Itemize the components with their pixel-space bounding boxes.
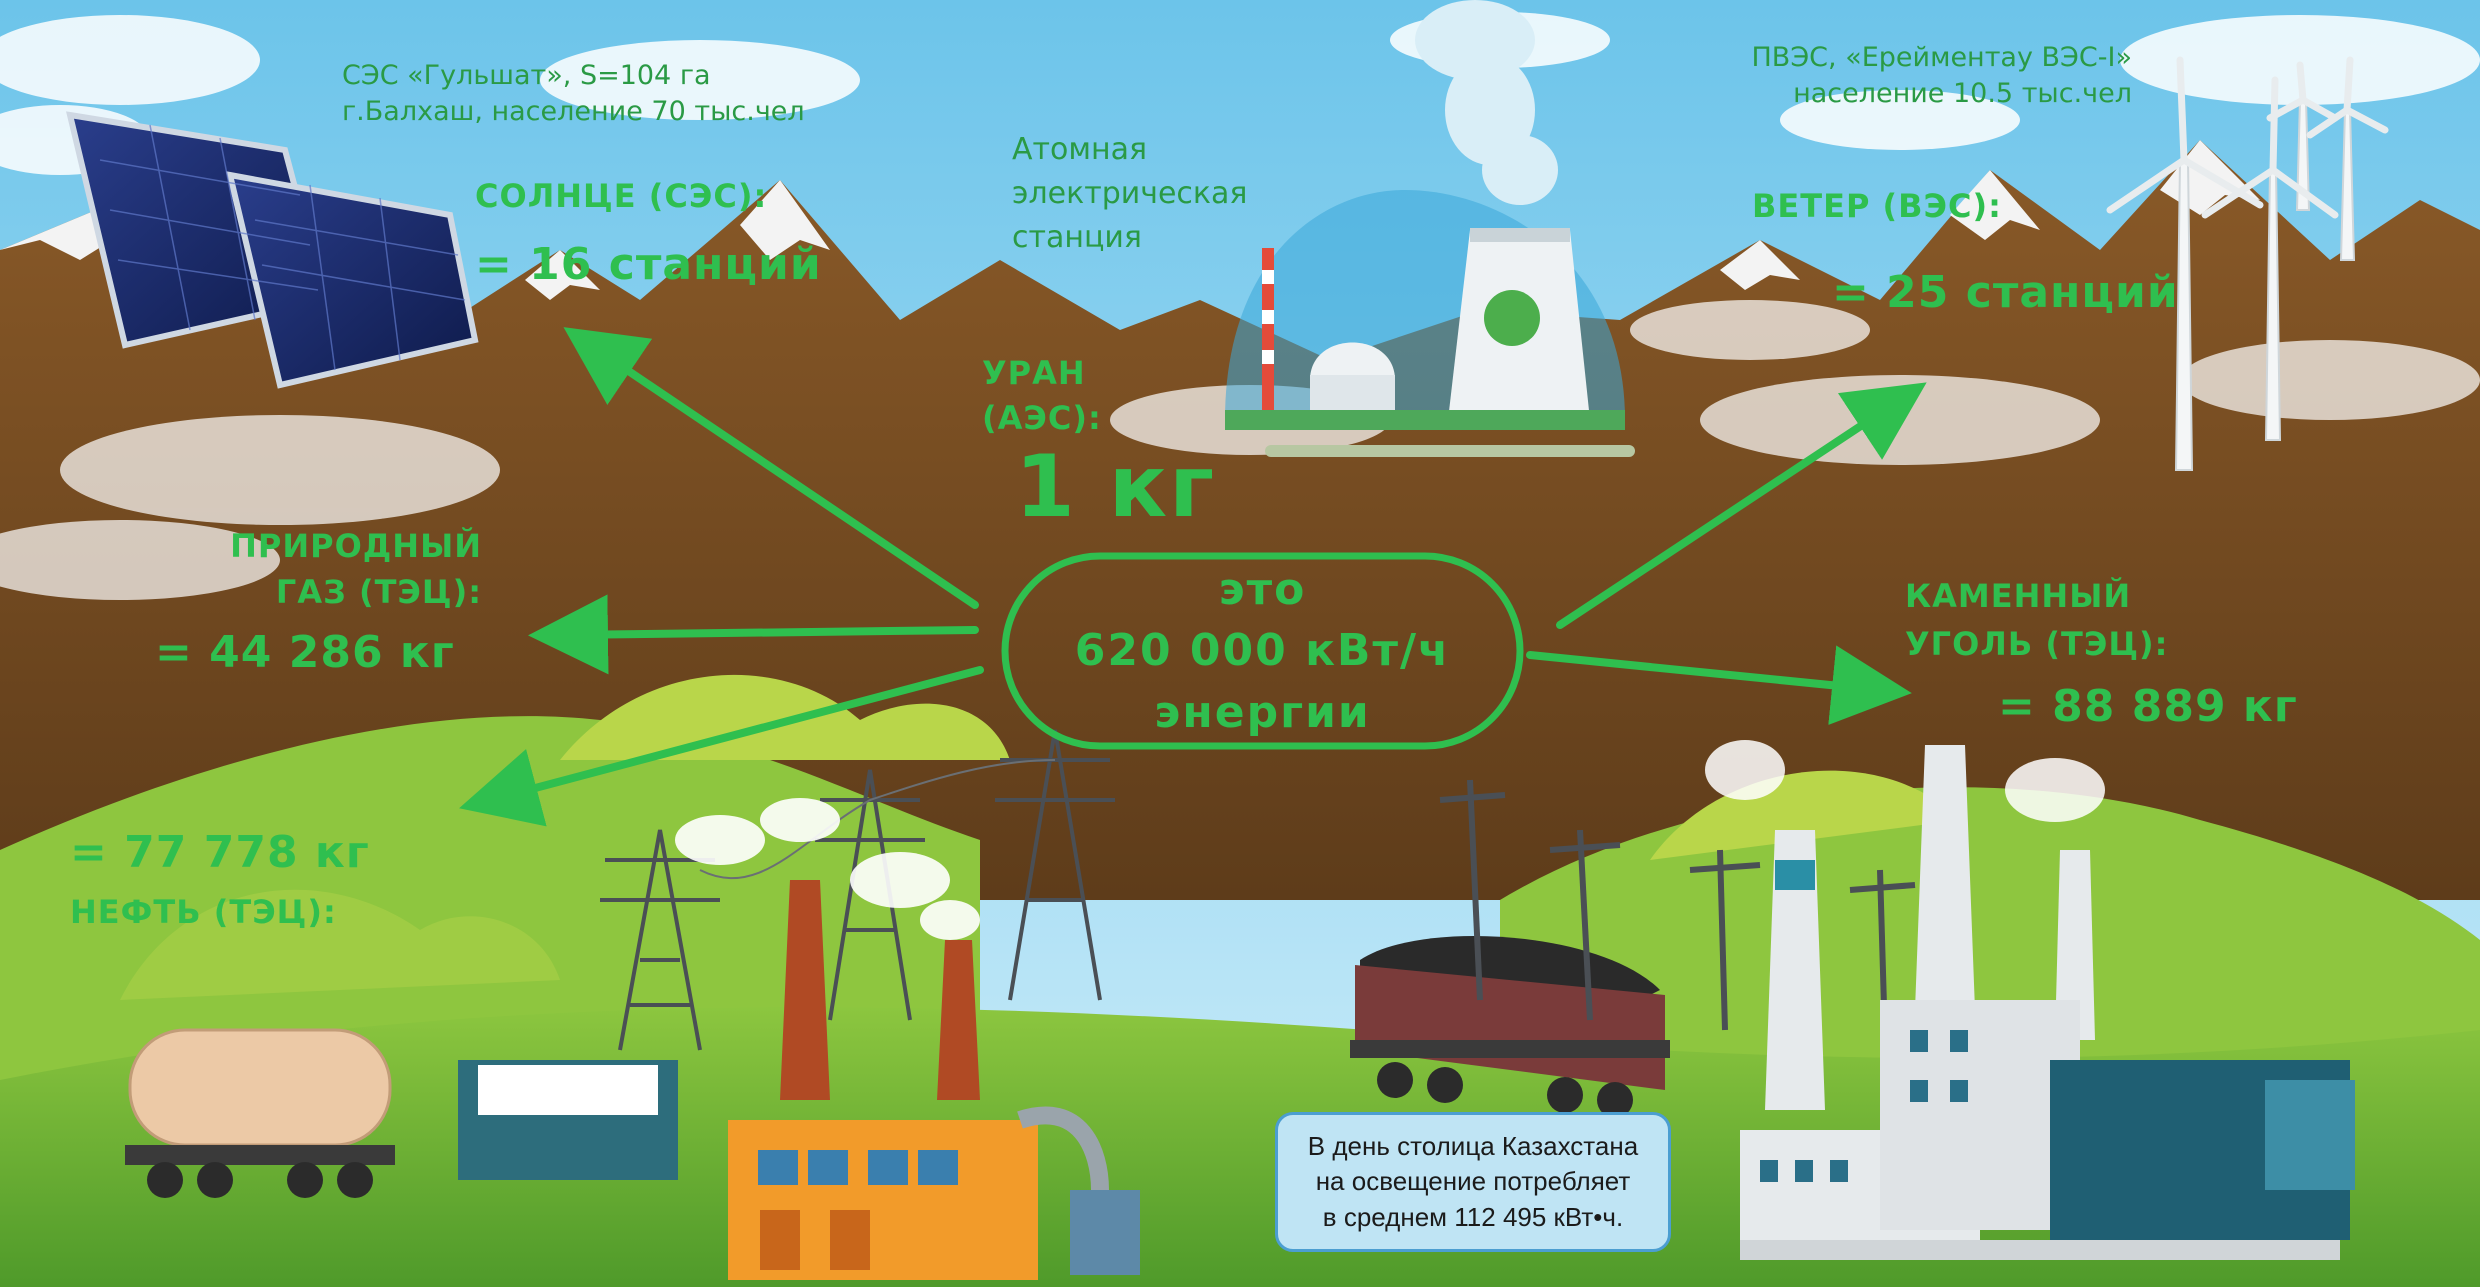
info-box: В день столица Казахстана на освещение п…: [1275, 1112, 1671, 1252]
solar-caption-line2: г.Балхаш, население 70 тыс.чел: [342, 96, 805, 127]
gas-title-line2: ГАЗ (ТЭЦ):: [275, 573, 482, 611]
arrow-to-gas: [528, 594, 979, 675]
wind-caption-line1: ПВЭС, «Ерейментау ВЭС-I»: [1751, 42, 2133, 73]
coal-plant-illustration: [1705, 740, 2355, 1260]
center-line3: энергии: [1154, 686, 1371, 738]
nuclear-caption-line1: Атомная: [1012, 132, 1148, 167]
coal-title-line2: УГОЛЬ (ТЭЦ):: [1905, 625, 2169, 663]
arrow-to-solar: [563, 327, 979, 609]
wind-turbines-illustration: [2106, 56, 2389, 471]
wind-caption-line2: население 10.5 тыс.чел: [1793, 78, 2132, 109]
center-line1: это: [1218, 563, 1307, 615]
solar-value: = 16 станций: [475, 239, 822, 290]
hill-bush-left2: [120, 889, 560, 1000]
coal-value: = 88 889 кг: [1998, 681, 2298, 732]
oil-value: = 77 778 кг: [70, 827, 370, 878]
nuclear-value: 1 кг: [1015, 437, 1217, 537]
wind-title: ВЕТЕР (ВЭС):: [1752, 187, 2002, 225]
arrow-to-wind: [1556, 382, 1927, 629]
solar-panels-illustration: [66, 111, 479, 389]
arrow-to-coal: [1526, 645, 1912, 726]
nuclear-plant-illustration: [1225, 0, 1635, 457]
coal-title-line1: КАМЕННЫЙ: [1905, 577, 2132, 615]
gas-title-line1: ПРИРОДНЫЙ: [230, 527, 482, 565]
gas-value: = 44 286 кг: [155, 627, 455, 678]
nuclear-caption-line3: станция: [1012, 220, 1142, 255]
wind-value: = 25 станций: [1832, 267, 2179, 318]
nuclear-title-line2: (АЭС):: [982, 399, 1102, 437]
oil-title: НЕФТЬ (ТЭЦ):: [70, 893, 337, 931]
utility-poles-illustration: [1439, 779, 1916, 1041]
solar-title: СОЛНЦЕ (СЭС):: [475, 177, 768, 215]
info-line1: В день столица Казахстана: [1307, 1131, 1639, 1162]
oil-tank-wagon-illustration: [125, 1028, 395, 1198]
center-oval: [1001, 552, 1524, 750]
hill-bush-left: [560, 674, 1010, 760]
hill-bush-right: [1650, 770, 1960, 860]
center-energy-label: это 620 000 кВт/ч энергии: [1005, 556, 1520, 746]
center-line2: 620 000 кВт/ч: [1074, 625, 1451, 677]
nuclear-caption-line2: электрическая: [1012, 176, 1248, 211]
power-towers-illustration: [600, 729, 1115, 1051]
arrows: [459, 327, 1927, 827]
arrow-to-oil: [459, 666, 984, 827]
nuclear-title-line1: УРАН: [982, 354, 1086, 392]
solar-caption-line1: СЭС «Гульшат», S=104 га: [342, 60, 711, 91]
info-line3: в среднем 112 495 кВт•ч.: [1322, 1201, 1624, 1232]
factory-left-illustration: [458, 798, 1140, 1280]
info-line2: на освещение потребляет: [1315, 1166, 1631, 1197]
